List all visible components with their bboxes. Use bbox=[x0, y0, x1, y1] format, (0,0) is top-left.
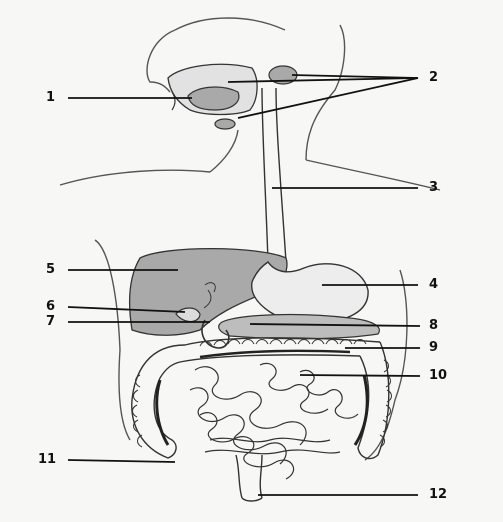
leader-line-2c bbox=[238, 78, 418, 118]
small-intestine-coil-2 bbox=[190, 388, 286, 464]
submandibular-gland bbox=[215, 119, 235, 129]
tongue bbox=[188, 87, 239, 110]
esophagus-right-wall bbox=[276, 88, 286, 262]
pancreas bbox=[219, 315, 380, 339]
label-8: 8 bbox=[429, 319, 438, 333]
rectum-right-wall bbox=[260, 455, 262, 498]
small-intestine-coil-7 bbox=[205, 450, 340, 454]
neck-left-outline bbox=[210, 130, 238, 172]
small-intestine-coil-4 bbox=[260, 363, 328, 413]
descending-haustra bbox=[380, 360, 392, 447]
anus bbox=[242, 498, 262, 501]
small-intestine-coil-3 bbox=[200, 413, 294, 479]
label-4: 4 bbox=[429, 278, 438, 292]
label-5: 5 bbox=[46, 263, 55, 277]
small-intestine-coil-1 bbox=[195, 367, 306, 445]
leader-line-2b bbox=[292, 75, 418, 78]
label-1: 1 bbox=[46, 91, 55, 105]
left-shoulder-outline bbox=[60, 170, 210, 185]
label-11: 11 bbox=[38, 453, 56, 467]
stomach bbox=[252, 262, 368, 322]
small-intestine bbox=[190, 363, 358, 479]
transverse-taenia bbox=[200, 351, 350, 357]
esophagus bbox=[262, 88, 286, 262]
label-10: 10 bbox=[429, 369, 447, 383]
label-12: 12 bbox=[429, 488, 447, 502]
label-3: 3 bbox=[429, 181, 438, 195]
label-9: 9 bbox=[429, 341, 438, 355]
head-top-outline bbox=[175, 18, 285, 30]
mouth-region bbox=[168, 64, 257, 114]
leader-line-11 bbox=[68, 460, 175, 462]
neck-right-outline bbox=[306, 25, 345, 160]
rectum-left-wall bbox=[236, 455, 242, 498]
colon-taeniae bbox=[157, 351, 368, 445]
right-shoulder-outline bbox=[306, 160, 440, 190]
descending-taenia bbox=[355, 375, 367, 445]
label-7: 7 bbox=[46, 315, 55, 329]
ascending-taenia bbox=[157, 380, 168, 445]
leader-line-10 bbox=[300, 375, 420, 376]
label-6: 6 bbox=[46, 300, 55, 314]
ascending-colon bbox=[132, 345, 185, 458]
label-2: 2 bbox=[429, 71, 438, 85]
esophagus-left-wall bbox=[262, 88, 268, 262]
